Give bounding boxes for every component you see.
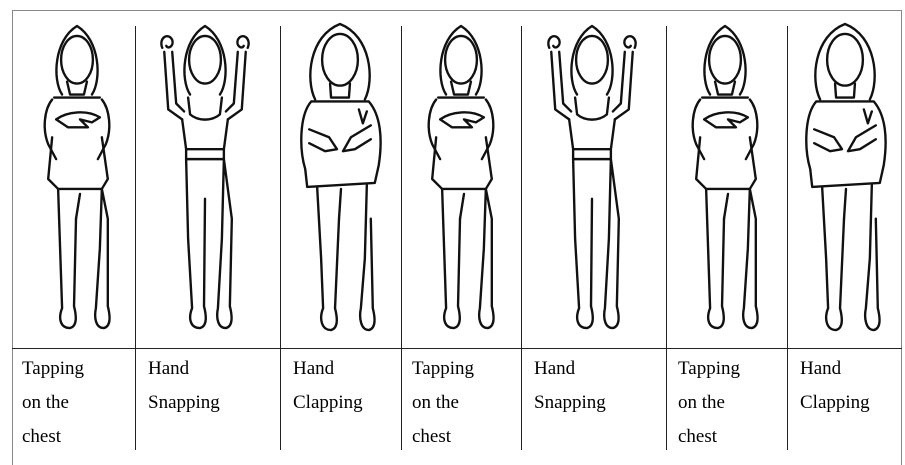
figure-tapping-on-chest <box>406 20 516 338</box>
column-divider <box>280 26 281 450</box>
figure-tapping-on-chest <box>22 20 132 338</box>
figure-hand-snapping <box>150 20 260 338</box>
figure-hand-clapping <box>285 20 395 338</box>
figure-hand-clapping <box>790 20 900 338</box>
column-divider <box>666 26 667 450</box>
figure-tapping-on-chest <box>670 20 780 338</box>
column-divider <box>521 26 522 450</box>
row-divider <box>12 348 902 349</box>
figure-hand-snapping <box>537 20 647 338</box>
table-right-border <box>901 10 902 465</box>
table-left-border <box>12 10 13 465</box>
column-divider <box>135 26 136 450</box>
table-top-border <box>12 10 902 11</box>
column-divider <box>401 26 402 450</box>
column-divider <box>787 26 788 450</box>
